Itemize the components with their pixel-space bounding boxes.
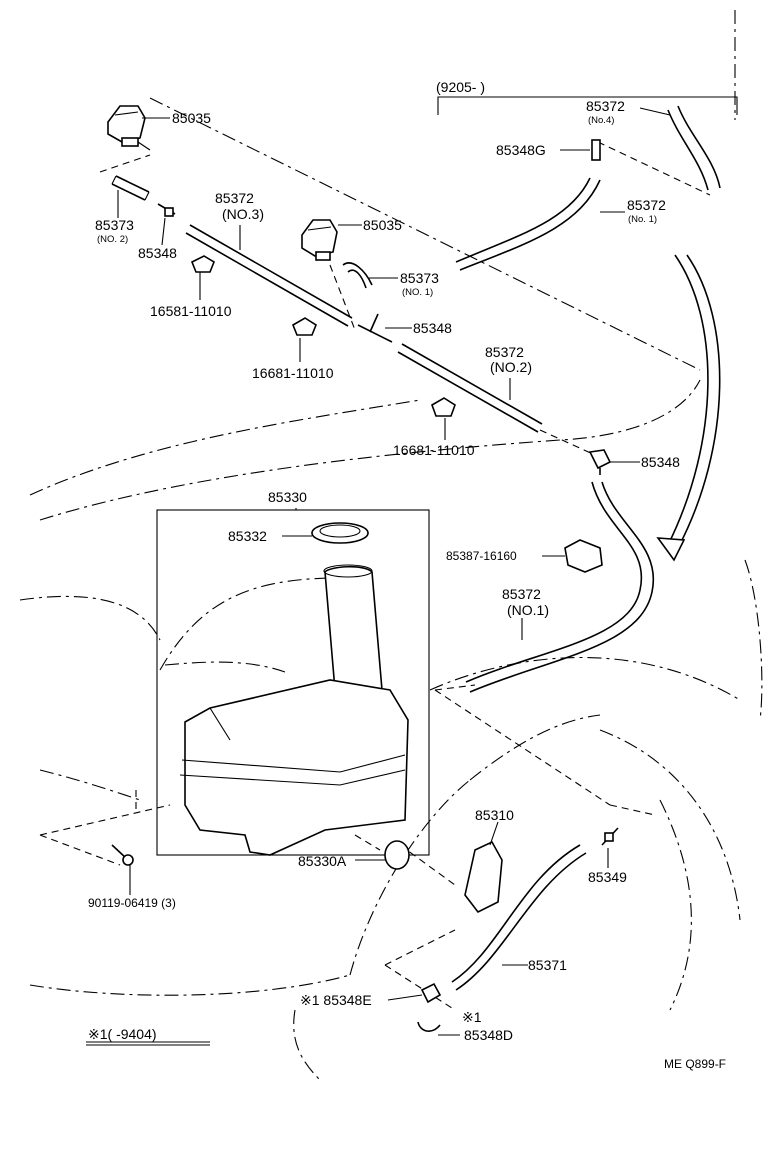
joint-85348-a (157, 203, 176, 217)
labels: 85035 85373 (NO. 2) 85348 16581-11010 85… (88, 79, 726, 1071)
label-85373-no1: 85373 (400, 270, 439, 286)
body-outline (19, 10, 763, 1081)
label-mark1: ※1 (462, 1009, 482, 1025)
label-85371: 85371 (528, 957, 567, 973)
label-85349: 85349 (588, 869, 627, 885)
label-85372-no1: 85372 (502, 586, 541, 602)
label-85372-no1-sub: (NO.1) (507, 602, 549, 618)
label-85330: 85330 (268, 489, 307, 505)
label-85373-no2-sub: (NO. 2) (97, 234, 128, 245)
tube-85373-no1 (342, 262, 373, 289)
hose-85372-no1-top (455, 177, 601, 271)
clip-16681-a (292, 317, 317, 336)
joint-85348-b (357, 313, 393, 343)
label-85373-no1-sub: (NO. 1) (402, 287, 433, 298)
footnote: ※1( -9404) (88, 1026, 157, 1042)
tube-85373-no2 (111, 175, 150, 201)
label-85348d: 85348D (464, 1027, 513, 1043)
reservoir-box (156, 509, 430, 856)
joint-85348g (591, 139, 601, 161)
grommet-85330a (384, 840, 410, 870)
range-bracket (437, 96, 738, 115)
clip-16681-b (431, 397, 456, 417)
drawing-code: ME Q899-F (664, 1057, 726, 1071)
hose-85371 (451, 844, 587, 991)
label-85330a: 85330A (298, 853, 347, 869)
label-85372-no3: 85372 (215, 190, 254, 206)
hose-85372-no2 (397, 343, 543, 433)
label-85348e: ※1 85348E (300, 992, 372, 1008)
label-85373-no2: 85373 (95, 217, 134, 233)
label-85035-a: 85035 (172, 110, 211, 126)
bolt-90119 (111, 844, 134, 866)
label-90119: 90119-06419 (3) (88, 896, 176, 910)
label-85372-no1-top-sub: (No. 1) (628, 214, 657, 225)
label-16581: 16581-11010 (150, 303, 232, 319)
label-range: (9205- ) (436, 79, 485, 95)
label-85348-c: 85348 (641, 454, 680, 470)
nozzle-85035-b (301, 219, 338, 261)
label-85310: 85310 (475, 807, 514, 823)
tank-85330 (179, 564, 409, 856)
valve-85387 (564, 539, 603, 573)
label-85372-no4: 85372 (586, 98, 625, 114)
label-85387: 85387-16160 (446, 549, 517, 563)
label-16681-a: 16681-11010 (252, 365, 334, 381)
clip-16581 (190, 255, 215, 273)
nozzle-85035-a (107, 105, 151, 151)
joint-85348d (417, 1021, 441, 1032)
label-85348-b: 85348 (413, 320, 452, 336)
label-85332: 85332 (228, 528, 267, 544)
cap-85332 (311, 522, 369, 544)
hose-85372-no4 (667, 105, 721, 191)
label-85348-a: 85348 (138, 245, 177, 261)
label-16681-b: 16681-11010 (393, 442, 475, 458)
hose-85372-no1 (465, 481, 655, 693)
label-85372-no3-sub: (NO.3) (222, 206, 264, 222)
pump-85310 (464, 840, 503, 914)
joint-85348-c (588, 449, 612, 475)
label-85372-no1-top: 85372 (627, 197, 666, 213)
connector-85349 (601, 827, 619, 846)
label-85348g: 85348G (496, 142, 546, 158)
label-85372-no4-sub: (No.4) (588, 115, 614, 126)
label-85372-no2: 85372 (485, 344, 524, 360)
label-85372-no2-sub: (NO.2) (490, 359, 532, 375)
label-85035-b: 85035 (363, 217, 402, 233)
routing-arrow (656, 254, 721, 562)
hose-85372-no3 (185, 224, 353, 327)
assembly-lines (39, 141, 711, 1011)
leader-lines (86, 107, 671, 1046)
joint-85348e (420, 982, 442, 1004)
